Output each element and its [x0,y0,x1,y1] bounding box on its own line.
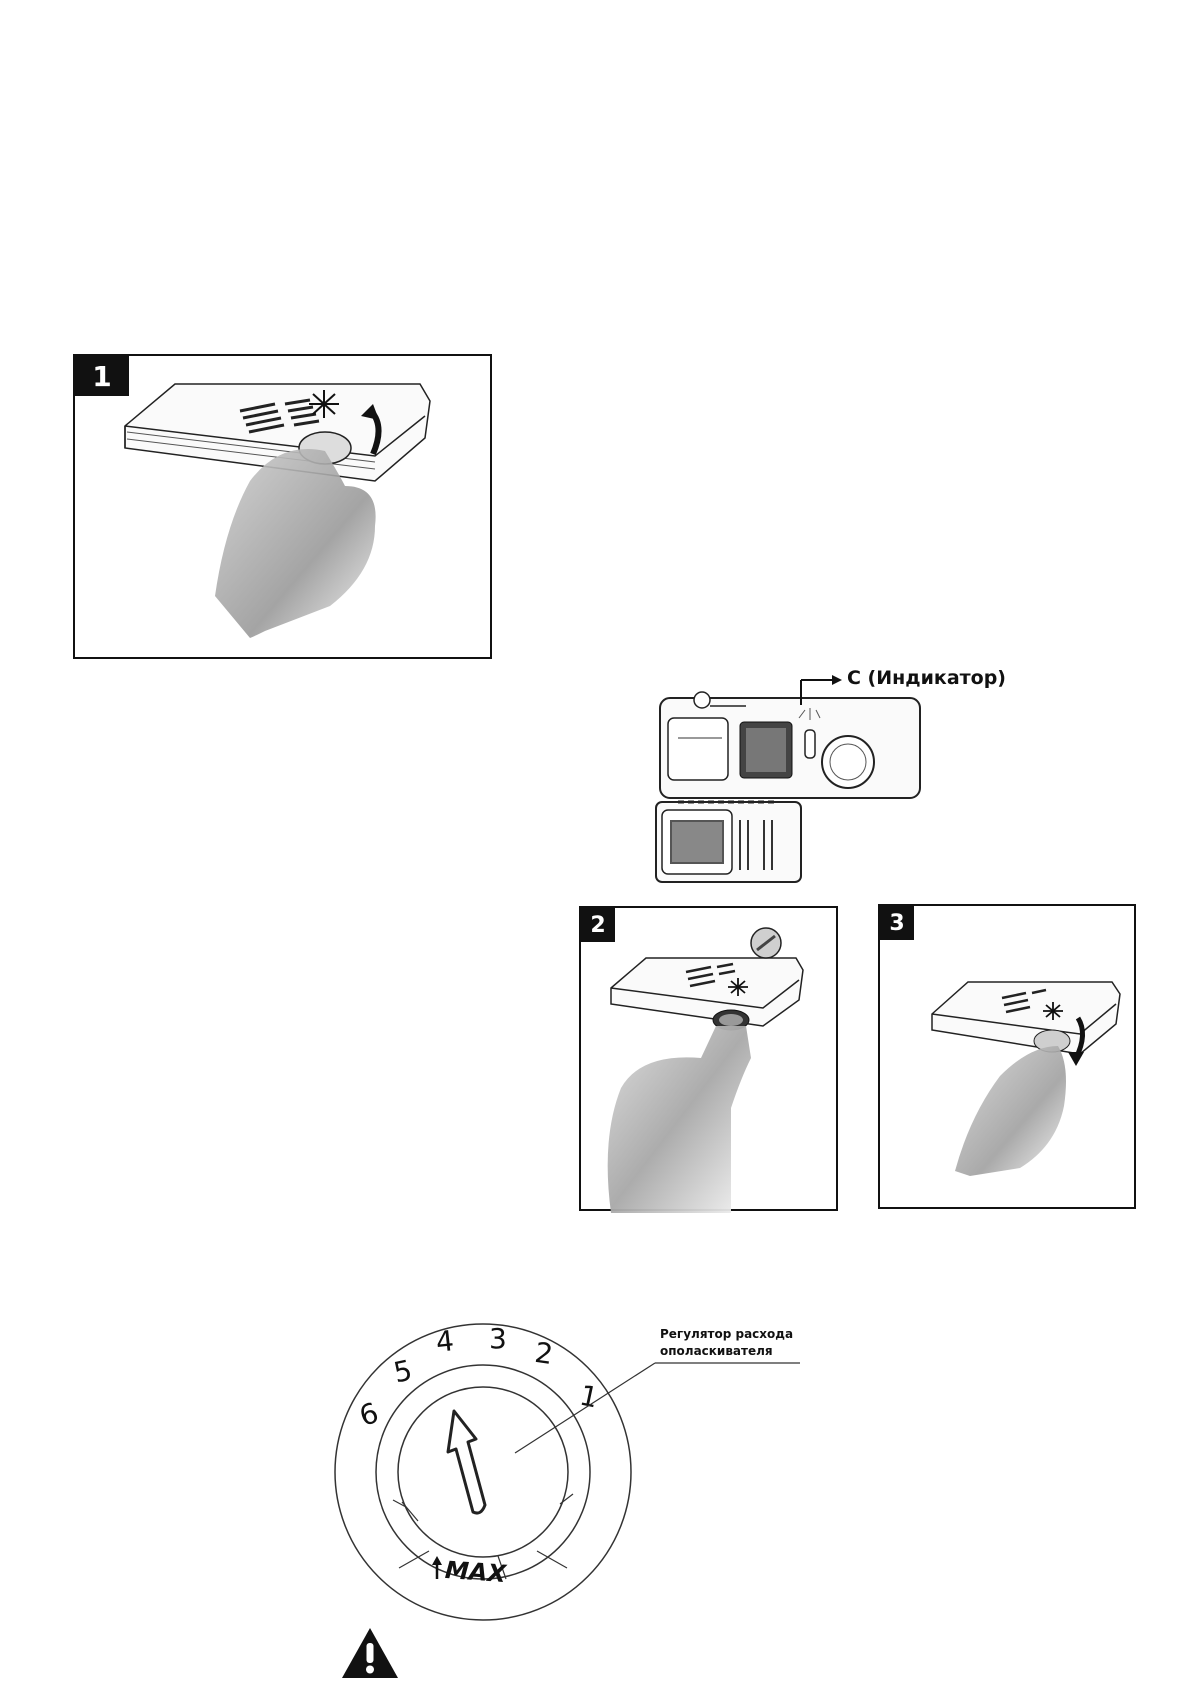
step-2-panel: 2 [579,906,838,1213]
step-1-panel: 1 [73,354,492,659]
indicator-label: C (Индикатор) [847,667,1006,689]
rinse-star-icon [309,390,339,418]
dial-number-3: 3 [489,1322,507,1355]
close-cap-illustration [931,981,1121,1176]
refill-rinse-aid-illustration [607,927,804,1213]
rinse-star-icon [728,978,748,996]
dial-number-4: 4 [434,1324,456,1359]
step-3-badge: 3 [880,906,914,940]
step-3-panel: 3 [878,904,1136,1209]
step-1-number: 1 [92,359,112,393]
dial-arrow-icon [446,1409,487,1515]
step-1-badge: 1 [75,356,129,396]
rinse-star-icon [1043,1002,1063,1020]
step-2-number: 2 [590,912,606,938]
step-2-badge: 2 [581,908,615,942]
dial-callout-label: Регулятор расхода ополаскивателя [660,1327,794,1358]
dispenser-diagram [655,675,921,883]
rinse-aid-dial [334,1323,632,1621]
dial-callout-line [514,1362,800,1454]
warning-triangle-icon [342,1628,398,1678]
dispenser-open-illustration [124,383,431,638]
step-3-number: 3 [889,910,905,936]
dial-max-label: MAX [444,1555,507,1589]
